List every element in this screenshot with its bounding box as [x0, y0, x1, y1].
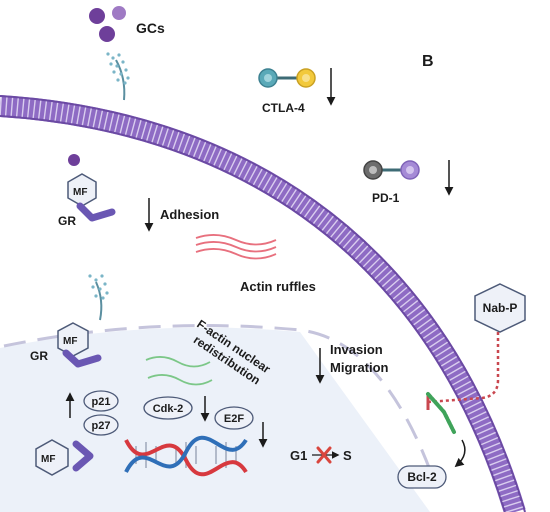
cdk2-badge: Cdk-2	[143, 396, 193, 420]
gcs-label: GCs	[136, 20, 165, 36]
nabp-label: Nab-P	[483, 301, 518, 315]
s-label: S	[343, 448, 352, 463]
bcl2-label: Bcl-2	[407, 470, 437, 484]
gr-top-label: GR	[58, 214, 76, 228]
gc-spray-icon	[88, 274, 109, 321]
blocked-transition-x-icon	[316, 446, 332, 464]
dna-helix-icon	[124, 435, 248, 477]
g1-label: G1	[290, 448, 307, 463]
gc-diffusion-icon	[106, 52, 130, 101]
nabp-inhibition-line	[427, 332, 500, 404]
bcl2-badge: Bcl-2	[397, 465, 447, 489]
ctla4-icon	[258, 68, 316, 88]
bcl2-curved-arrow	[454, 439, 466, 468]
mf-top-label: MF	[73, 187, 87, 198]
p27-label: p27	[92, 420, 111, 432]
gc-molecule-icon	[68, 154, 80, 166]
gr-receptor-mid-icon	[62, 349, 102, 368]
mf-mid-label: MF	[63, 336, 77, 347]
actin-ruffles-icon	[195, 234, 277, 260]
pd1-label: PD-1	[372, 191, 400, 205]
gcs-icon	[89, 6, 126, 42]
ctla4-label: CTLA-4	[262, 101, 305, 115]
adhesion-label: Adhesion	[160, 207, 219, 222]
cdk2-label: Cdk-2	[153, 403, 184, 415]
actin-ruffles-label: Actin ruffles	[240, 279, 316, 294]
mf-hexagon-low-icon	[35, 439, 69, 476]
nabp-hexagon-icon	[474, 283, 526, 333]
invasion-label: Invasion	[330, 342, 383, 357]
actin-green-icon	[145, 356, 213, 386]
e2f-label: E2F	[224, 413, 244, 425]
migration-label: Migration	[330, 360, 389, 375]
pd1-icon	[363, 160, 420, 180]
gr-receptor-icon	[76, 202, 116, 222]
gr-mid-label: GR	[30, 349, 48, 363]
panel-label: B	[422, 53, 434, 70]
p21-badge: p21	[83, 390, 119, 412]
p21-label: p21	[92, 396, 111, 408]
p27-badge: p27	[83, 414, 119, 436]
cell-membrane	[0, 95, 526, 512]
gr-receptor-low-icon	[72, 440, 94, 472]
mf-low-label: MF	[41, 454, 55, 465]
e2f-badge: E2F	[214, 406, 254, 430]
bcl2-green-icon	[426, 392, 456, 434]
